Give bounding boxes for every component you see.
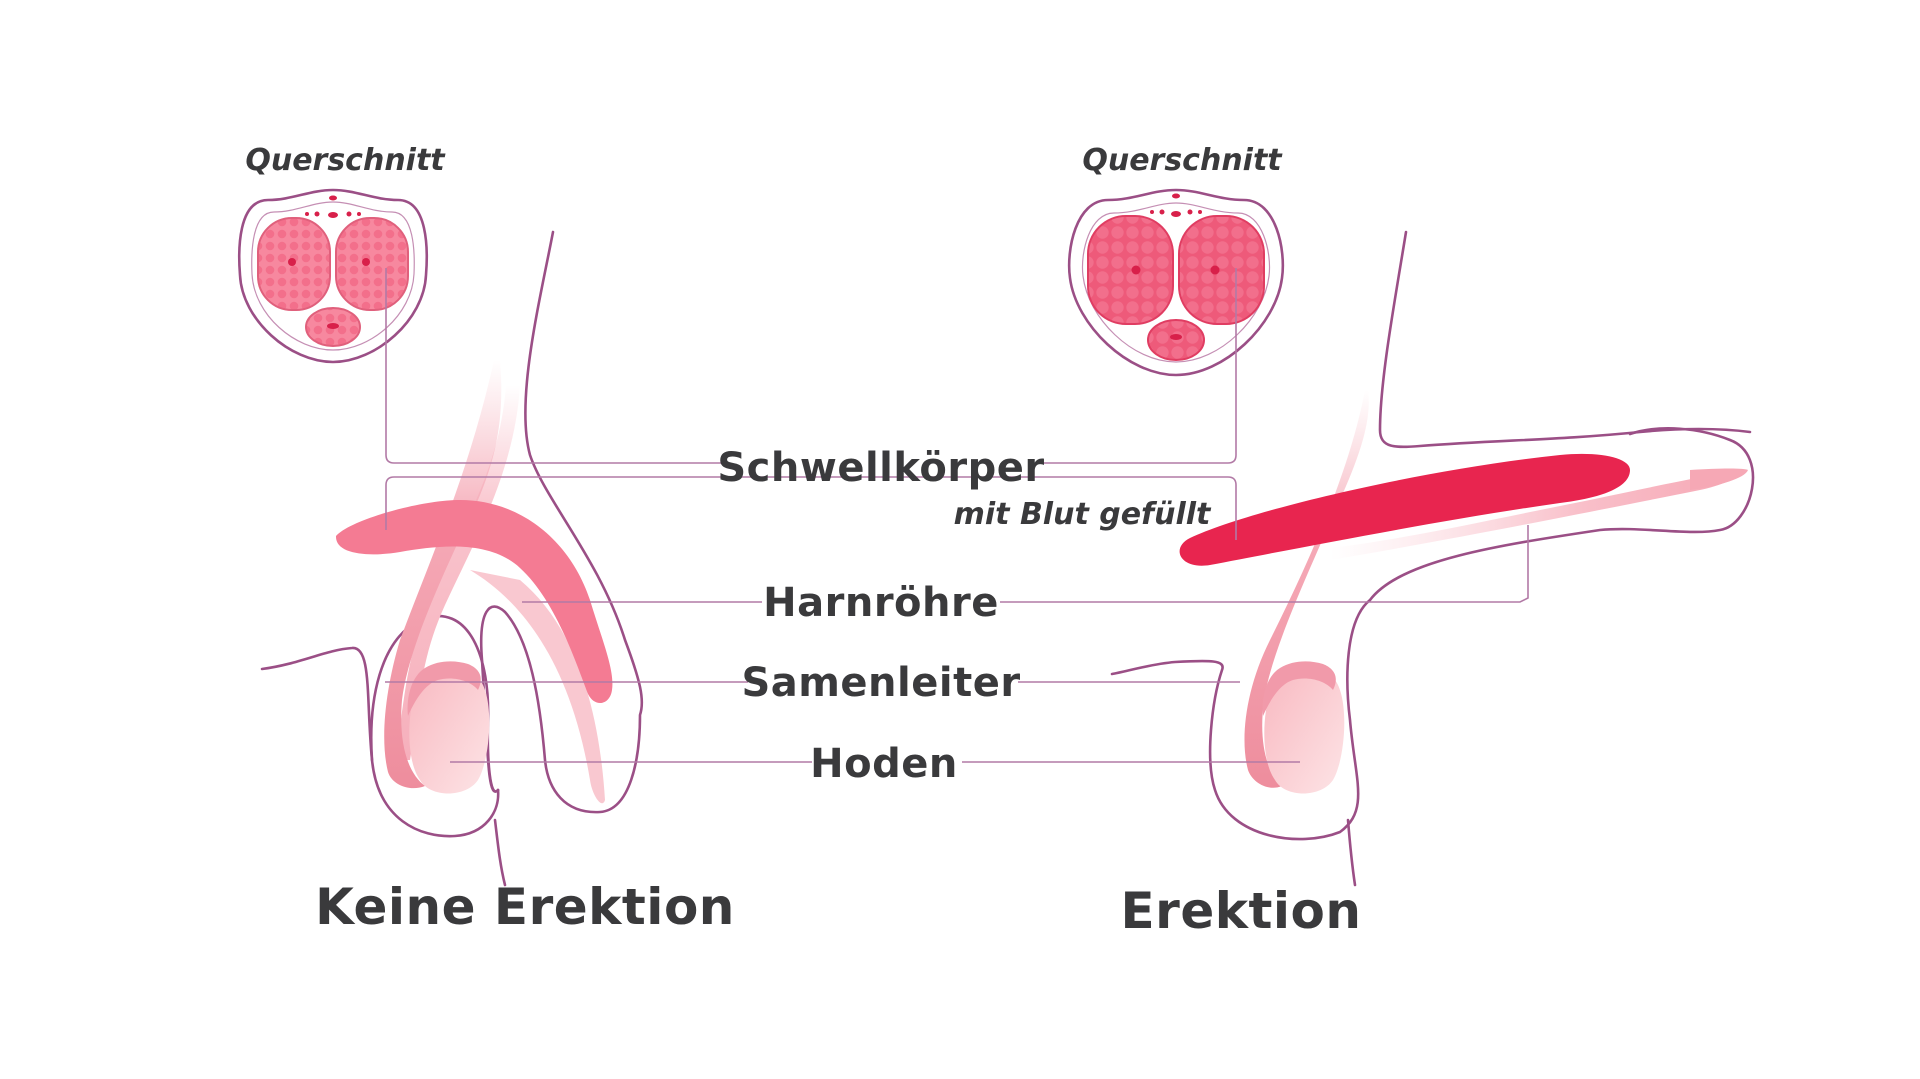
- cross-section-flaccid: [237, 188, 429, 364]
- state-title-flaccid: Keine Erektion: [315, 878, 735, 936]
- vas-deferens-label: Samenleiter: [741, 660, 1020, 706]
- state-title-erect: Erektion: [1121, 882, 1362, 940]
- testis-label: Hoden: [810, 741, 958, 787]
- cross-section-erect: [1067, 188, 1285, 377]
- leader-lines: [385, 268, 1529, 763]
- urethra-label: Harnröhre: [763, 580, 999, 626]
- corpora-filled-note: mit Blut gefüllt: [954, 497, 1212, 532]
- anatomy-erect: [1110, 230, 1755, 887]
- labels: Querschnitt Querschnitt Schwellkörper mi…: [245, 143, 1361, 940]
- anatomy-flaccid: [260, 230, 644, 887]
- corpora-cavernosa-label: Schwellkörper: [717, 445, 1044, 491]
- cross-section-label-left: Querschnitt: [245, 143, 446, 178]
- cross-section-label-right: Querschnitt: [1082, 143, 1283, 178]
